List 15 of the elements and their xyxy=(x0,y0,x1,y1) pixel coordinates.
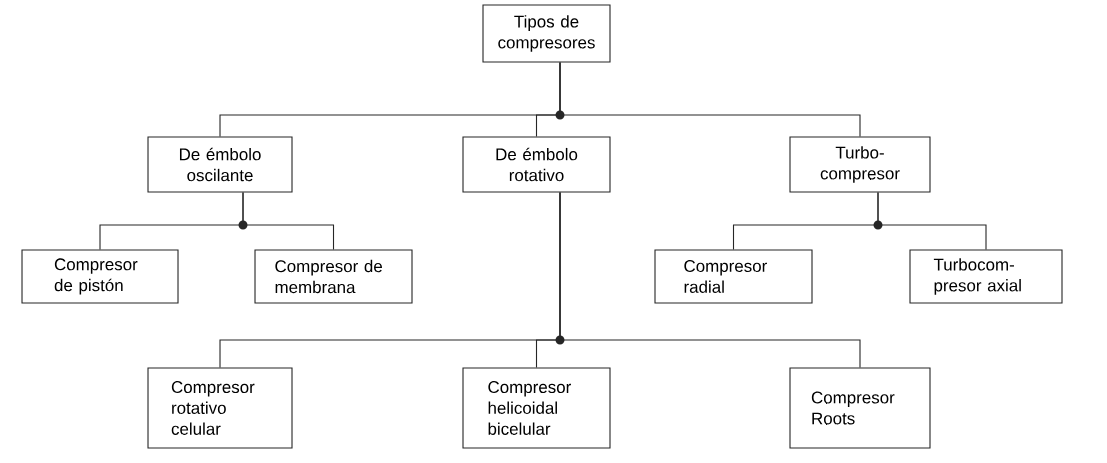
connector-line xyxy=(559,192,861,368)
category-box: Compresor de membrana xyxy=(254,249,413,304)
category-box: Compresor radial xyxy=(654,249,813,304)
category-box: De émbolo rotativo xyxy=(462,136,611,193)
connector-line xyxy=(877,192,987,250)
category-box: Turbocom-presor axial xyxy=(909,249,1063,304)
category-box: Compresor helicoidal bicelular xyxy=(462,367,611,449)
category-box: Tipos de compresores xyxy=(482,4,611,63)
connector-line xyxy=(242,192,335,250)
category-box: De émbolo oscilante xyxy=(147,136,293,193)
category-box: Compresor de pistón xyxy=(21,249,179,304)
category-box: Turbo-compresor xyxy=(789,136,931,193)
category-box: Compresor Roots xyxy=(789,367,931,449)
connector-line xyxy=(559,62,861,137)
category-box: Compresor rotativo celular xyxy=(147,367,293,449)
